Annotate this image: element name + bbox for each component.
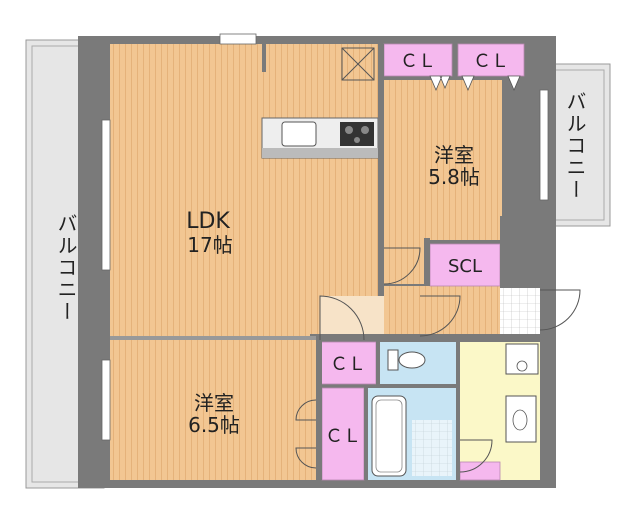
balcony-right-label: バルコニー [563,91,587,201]
entrance-tiles [500,288,540,338]
closet-3 [319,341,377,385]
closet-2 [457,43,525,77]
western-room-b-name: 洋室 [194,391,234,415]
ldk-name: LDK [186,209,230,234]
western-room-a-name: 洋室 [434,143,474,167]
shoe-closet-label: SCL [448,256,482,277]
shoe-closet [429,243,501,287]
western-room-b-size: 6.5帖 [188,413,240,437]
washer-icon [505,343,539,375]
balcony-left-label: バルコニー [54,213,78,323]
interior-walls [110,44,540,480]
washbasin-icon [505,395,537,443]
western-room-b-floor [110,340,320,480]
doors [295,247,581,473]
closet-1 [383,43,453,77]
closet-1-label: ＣＬ [400,51,436,72]
windows [101,33,549,441]
closet-4-label: ＣＬ [325,426,361,447]
bath-tiles [412,420,452,476]
refrigerator-space [341,47,375,81]
western-room-a-size: 5.8帖 [428,165,480,189]
hallway-floor [384,286,500,338]
ldk-size: 17帖 [187,233,232,257]
toilet-icon [387,349,426,371]
bathtub-icon [371,395,407,477]
western-room-a-floor [384,80,502,240]
ldk-floor [110,44,380,336]
kitchen-counter [261,117,379,159]
closet-4 [321,387,365,481]
closet-3-label: ＣＬ [330,354,366,375]
closet-2-label: ＣＬ [473,51,509,72]
